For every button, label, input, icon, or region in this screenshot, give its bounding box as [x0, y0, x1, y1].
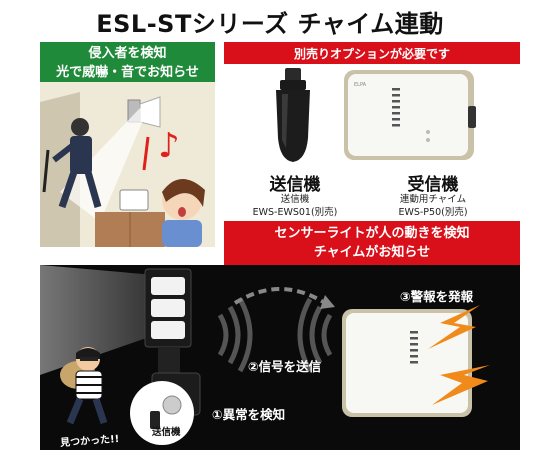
svg-text:ELPA: ELPA — [354, 82, 367, 88]
receiver-model: 連動用チャイム EWS-P50(別売) — [368, 193, 498, 219]
receiver-sub-line1: 連動用チャイム — [399, 194, 467, 205]
intruder-banner-line2: 光で威嚇・音でお知らせ — [56, 65, 199, 80]
svg-text:♪: ♪ — [158, 126, 180, 166]
option-required-banner: 別売りオプションが必要です — [224, 42, 520, 64]
receiver-sub-line2: EWS-P50(別売) — [398, 207, 468, 218]
transmitter-sub-line1: 送信機 — [280, 194, 310, 205]
step-detect-anomaly: ①異常を検知 — [212, 407, 286, 422]
intruder-banner: 侵入者を検知 光で威嚇・音でお知らせ — [40, 42, 215, 82]
sensor-banner-line1: センサーライトが人の動きを検知 — [274, 226, 470, 241]
transmitter-model: 送信機 EWS-EWS01(別売) — [240, 193, 350, 219]
receiver-device-image: ELPA — [344, 70, 476, 160]
receiver-label: 受信機 — [407, 175, 459, 195]
page-title: ESL-STシリーズ チャイム連動 — [96, 9, 444, 38]
transmitter-device-image — [276, 68, 310, 162]
sensor-detect-banner: センサーライトが人の動きを検知 チャイムがお知らせ — [224, 221, 520, 265]
transmitter-label: 送信機 — [269, 175, 321, 195]
intruder-scene-graphic: ♪ — [40, 82, 215, 247]
alarm-flow-scene — [40, 265, 520, 450]
step-send-signal: ②信号を送信 — [248, 359, 322, 374]
sensor-banner-line2: チャイムがお知らせ — [313, 245, 431, 260]
alarm-flow-graphic — [40, 265, 490, 445]
intruder-banner-line1: 侵入者を検知 — [88, 46, 167, 61]
transmitter-sub-line2: EWS-EWS01(別売) — [252, 207, 338, 218]
transmitter-tag: 送信機 — [152, 427, 181, 438]
step-sound-alarm: ③警報を発報 — [400, 289, 474, 304]
